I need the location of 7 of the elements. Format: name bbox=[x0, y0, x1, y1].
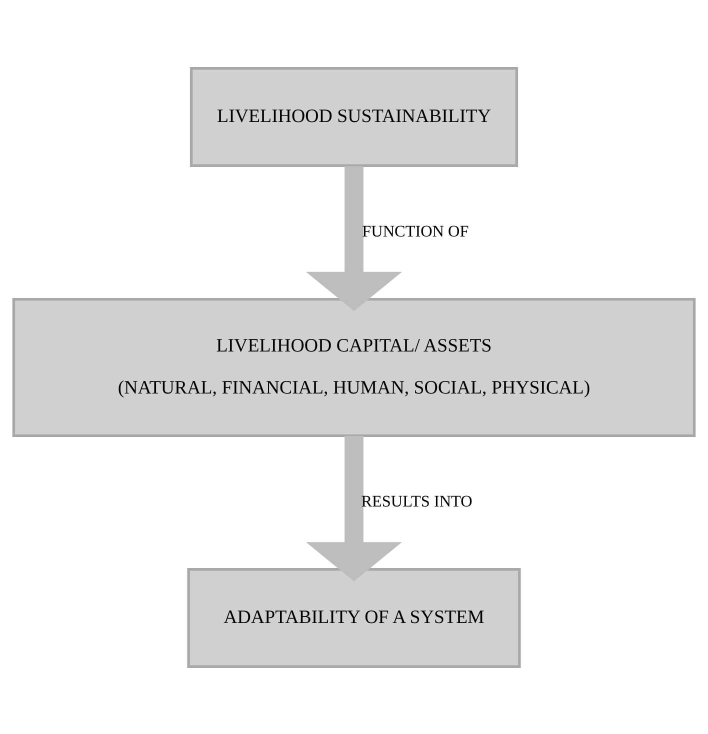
edge-label: RESULTS INTO bbox=[361, 492, 472, 510]
arrow bbox=[306, 166, 402, 311]
edge-label: FUNCTION OF bbox=[362, 222, 469, 240]
node-box: ADAPTABILITY OF A SYSTEM bbox=[187, 568, 521, 668]
arrow bbox=[306, 435, 402, 581]
node-box: LIVELIHOOD CAPITAL/ ASSETS (NATURAL, FINANCIAL, HUMAN, SOCIAL, PHYSICAL) bbox=[12, 297, 696, 437]
node-box: LIVELIHOOD SUSTAINABILITY bbox=[190, 66, 518, 166]
